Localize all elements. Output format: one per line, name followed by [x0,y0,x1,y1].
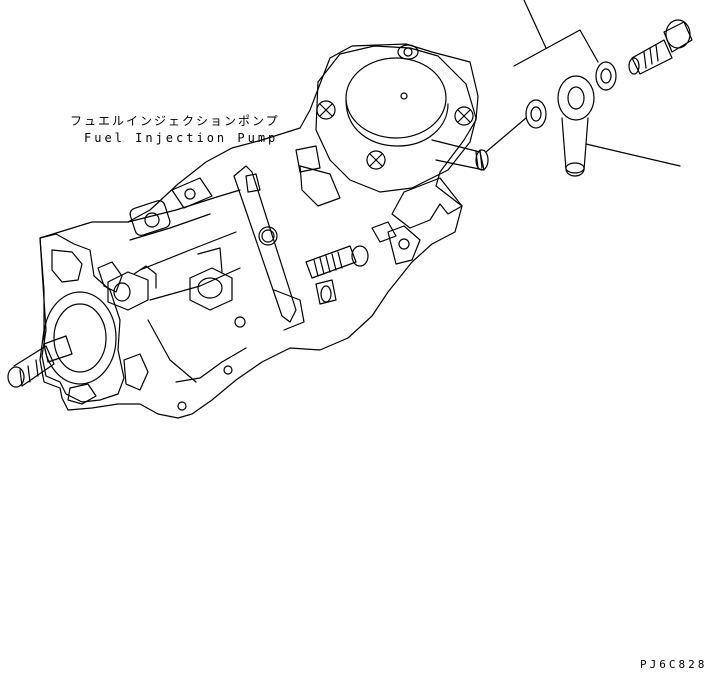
mounting-flange [40,234,148,404]
eye-bolt [629,20,692,74]
pump-housing [128,178,246,382]
gasket-washer-left [526,100,546,128]
housing-bolt-left [108,266,156,310]
housing-bolt-center [190,248,232,310]
housing-bolt-lower [178,230,274,410]
fuel-feed-pump [316,45,476,192]
fuel-inlet-nipple [432,140,488,170]
gasket-washer-right [596,62,616,90]
cover-screw-left [317,101,335,119]
fuel-injection-pump [8,44,488,418]
group-bracket [514,30,598,66]
part-name-english: Fuel Injection Pump [84,131,279,145]
cover-screw-bottom [367,151,385,169]
drive-shaft [8,292,116,387]
part-name-japanese: フュエルインジェクションポンプ [70,114,280,128]
pump-body-outline [40,44,478,418]
group-leader-line [524,0,546,48]
banjo-leader-line [586,144,680,166]
cover-screw-right [455,107,473,125]
adjusting-screw [306,246,368,278]
drawing-code: PJ6C828 [640,658,708,671]
governor-lever [234,166,336,330]
assembly-center-line [486,118,526,152]
side-bracket [296,146,462,264]
banjo-fitting [558,76,594,176]
banjo-fitting-parts [486,0,692,176]
